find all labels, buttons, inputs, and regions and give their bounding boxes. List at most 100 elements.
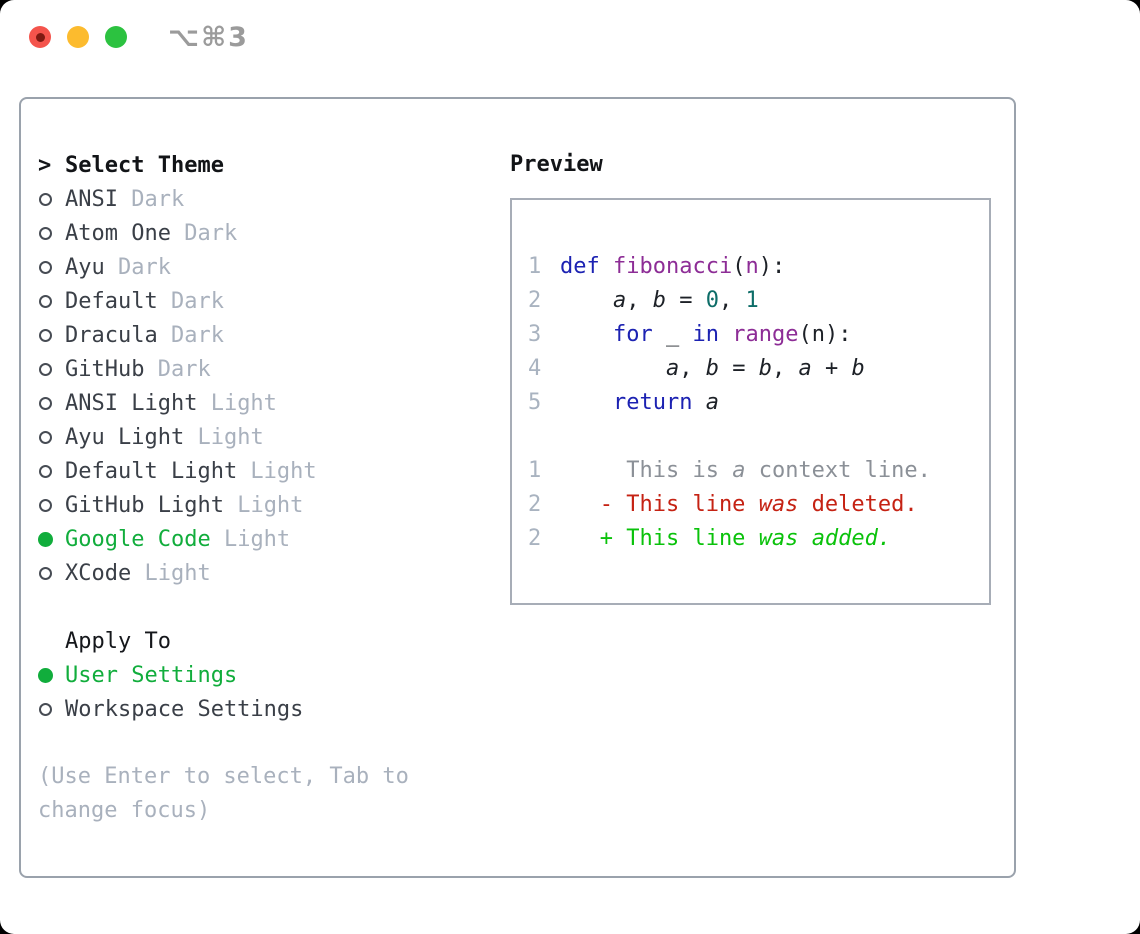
code-token <box>560 390 613 415</box>
code-token: range <box>732 321 799 347</box>
code-token: , <box>679 355 706 381</box>
apply-to-header: Apply To <box>38 624 468 658</box>
theme-name: ANSI Light <box>65 390 198 416</box>
code-line: 2 + This line was added. <box>528 521 989 555</box>
theme-name: Default Light <box>65 458 238 484</box>
zoom-button[interactable] <box>105 26 127 48</box>
code-token: + <box>811 355 852 381</box>
code-token: a <box>798 355 812 381</box>
theme-option-ayu[interactable]: Ayu Dark <box>38 250 468 284</box>
theme-option-xcode[interactable]: XCode Light <box>38 556 468 590</box>
code-token: for <box>612 321 653 347</box>
code-token: (n): <box>798 321 852 347</box>
theme-option-github[interactable]: GitHub Dark <box>38 352 468 386</box>
line-number: 4 <box>528 355 542 381</box>
theme-option-default-light[interactable]: Default Light Light <box>38 454 468 488</box>
code-line: 3 for _ in range(n): <box>528 317 989 351</box>
radio-icon <box>38 488 65 522</box>
preview-title: Preview <box>510 152 603 177</box>
code-token: was <box>758 491 799 517</box>
theme-variant: Light <box>184 424 264 450</box>
radio-icon <box>38 182 65 216</box>
theme-variant: Dark <box>170 220 238 246</box>
code-token <box>600 254 613 279</box>
code-line <box>528 419 989 453</box>
radio-icon <box>38 556 65 590</box>
code-token <box>560 322 613 347</box>
code-token: = <box>718 355 759 381</box>
radio-icon <box>38 692 65 726</box>
theme-option-google-code[interactable]: Google Code Light <box>38 522 468 556</box>
minimize-button[interactable] <box>67 26 89 48</box>
caret-icon: > <box>38 152 52 178</box>
radio-icon <box>38 250 65 284</box>
radio-selected-icon <box>38 522 65 556</box>
apply-option-label: User Settings <box>65 662 238 688</box>
code-token: return <box>612 389 693 415</box>
radio-icon <box>38 420 65 454</box>
code-token <box>560 458 626 483</box>
code-token: , <box>771 355 799 381</box>
radio-icon <box>38 284 65 318</box>
line-number: 1 <box>528 457 542 483</box>
code-token: a <box>732 457 746 483</box>
line-number: 1 <box>528 253 542 279</box>
line-number: 5 <box>528 389 542 415</box>
window-shortcut-label: ⌥⌘3 <box>168 22 249 53</box>
line-number: 2 <box>528 491 542 517</box>
theme-name: Google Code <box>65 526 211 552</box>
close-button[interactable] <box>29 26 51 48</box>
theme-variant: Dark <box>104 254 171 280</box>
theme-option-ansi[interactable]: ANSI Dark <box>38 182 468 216</box>
theme-name: Ayu Light <box>65 424 185 450</box>
line-number: 2 <box>528 525 542 551</box>
code-token: was <box>758 525 799 551</box>
code-token: a <box>705 389 719 415</box>
spacer <box>38 726 468 760</box>
theme-name: Atom One <box>65 220 171 246</box>
apply-to-title: Apply To <box>65 628 171 654</box>
select-theme-title: Select Theme <box>65 152 224 178</box>
code-token: deleted. <box>798 491 918 517</box>
code-token: ( <box>732 253 746 279</box>
theme-option-default[interactable]: Default Dark <box>38 284 468 318</box>
theme-variant: Dark <box>144 356 211 382</box>
code-line: 1 This is a context line. <box>528 453 989 487</box>
apply-option-user-settings[interactable]: User Settings <box>38 658 468 692</box>
code-token: fibonacci <box>613 253 733 279</box>
code-token: b <box>851 355 865 381</box>
code-token: context line. <box>745 457 931 483</box>
theme-option-ansi-light[interactable]: ANSI Light Light <box>38 386 468 420</box>
theme-variant: Dark <box>157 288 224 314</box>
theme-option-ayu-light[interactable]: Ayu Light Light <box>38 420 468 454</box>
code-token: = <box>665 287 706 313</box>
code-token: a <box>612 287 627 313</box>
theme-option-dracula[interactable]: Dracula Dark <box>38 318 468 352</box>
theme-option-github-light[interactable]: GitHub Light Light <box>38 488 468 522</box>
select-theme-header: > Select Theme <box>38 148 468 182</box>
spacer <box>38 590 468 624</box>
code-token: _ <box>652 321 693 347</box>
code-token: + This line <box>560 525 759 551</box>
apply-option-workspace-settings[interactable]: Workspace Settings <box>38 692 468 726</box>
code-token: - This line <box>560 491 759 517</box>
radio-icon <box>38 318 65 352</box>
code-token: , <box>718 287 746 313</box>
titlebar: ⌥⌘3 <box>0 0 1140 74</box>
code-token <box>719 322 732 347</box>
code-token: b <box>758 355 772 381</box>
theme-variant: Dark <box>157 322 224 348</box>
theme-name: Default <box>65 288 158 314</box>
code-token <box>798 526 811 551</box>
theme-name: Dracula <box>65 322 158 348</box>
radio-icon <box>38 454 65 488</box>
theme-option-atom-one[interactable]: Atom One Dark <box>38 216 468 250</box>
code-token: , <box>626 287 653 313</box>
code-line: 4 a, b = b, a + b <box>528 351 989 385</box>
code-token: added. <box>811 525 892 551</box>
theme-variant: Light <box>223 492 304 518</box>
